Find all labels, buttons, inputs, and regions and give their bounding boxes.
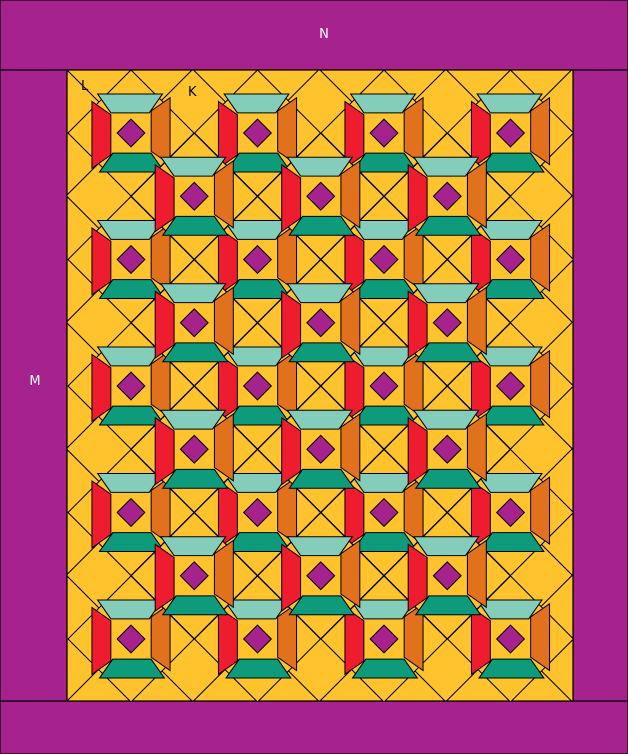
- bottom-border: [0, 701, 628, 754]
- top-border: [0, 0, 628, 70]
- corner-triangle-label: L: [81, 79, 89, 94]
- background-piece-label: K: [188, 85, 197, 100]
- top-border-label: N: [319, 27, 329, 42]
- left-border-label: M: [29, 374, 40, 389]
- right-border: [573, 70, 628, 701]
